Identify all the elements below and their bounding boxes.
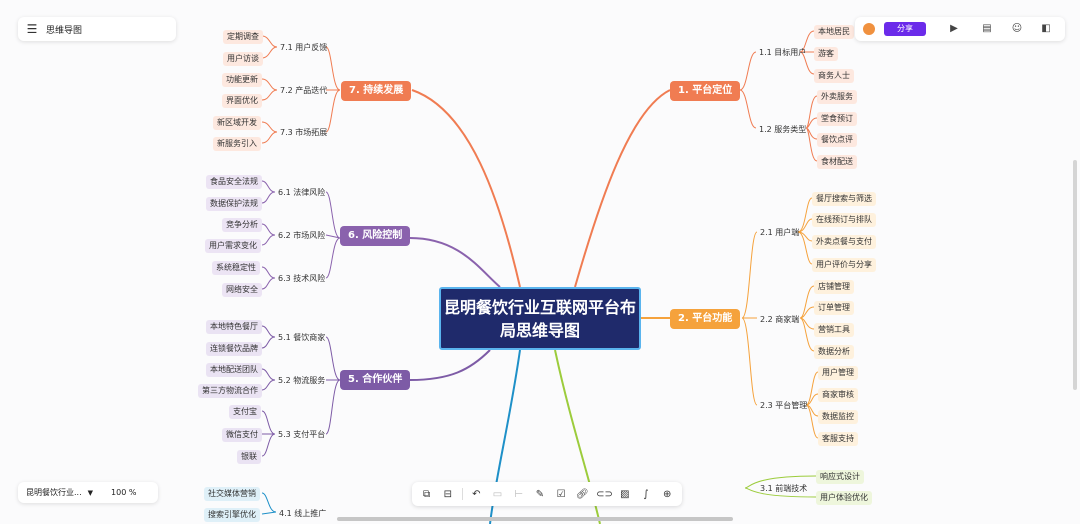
document-switcher[interactable]: 昆明餐饮行业... ▼ 100 %: [18, 482, 158, 503]
subtopic-node[interactable]: 2.1 用户端: [760, 228, 800, 237]
image-icon[interactable]: ▨: [620, 488, 630, 500]
share-button[interactable]: 分享: [884, 22, 926, 36]
leaf-node[interactable]: 新区域开发: [213, 116, 261, 130]
present-icon[interactable]: ▶: [950, 23, 958, 34]
leaf-node[interactable]: 网络安全: [222, 283, 262, 297]
sidebar-toggle-icon[interactable]: ◧: [1041, 23, 1051, 34]
leaf-node[interactable]: 银联: [237, 450, 261, 464]
leaf-node[interactable]: 数据保护法规: [206, 197, 262, 211]
leaf-node[interactable]: 定期调查: [223, 30, 263, 44]
leaf-node[interactable]: 数据监控: [818, 410, 858, 424]
leaf-node[interactable]: 数据分析: [814, 345, 854, 359]
leaf-node[interactable]: 第三方物流合作: [198, 384, 262, 398]
leaf-node[interactable]: 用户需求变化: [205, 239, 261, 253]
leaf-node[interactable]: 堂食预订: [817, 112, 857, 126]
leaf-node[interactable]: 微信支付: [222, 428, 262, 442]
leaf-node[interactable]: 在线预订与排队: [812, 213, 876, 227]
leaf-node[interactable]: 食材配送: [817, 155, 857, 169]
menu-icon[interactable]: ☰: [26, 22, 38, 36]
top-right-toolbar: 分享 ▶ ▤ ☺ ◧: [855, 17, 1065, 41]
subtopic-node[interactable]: 2.2 商家端: [760, 315, 800, 324]
leaf-node[interactable]: 本地特色餐厅: [206, 320, 262, 334]
leaf-node[interactable]: 本地居民: [814, 25, 854, 39]
leaf-node[interactable]: 社交媒体营销: [204, 487, 260, 501]
leaf-node[interactable]: 界面优化: [222, 94, 262, 108]
leaf-node[interactable]: 餐厅搜索与筛选: [812, 192, 876, 206]
insert-sibling-icon[interactable]: ⧉: [423, 488, 431, 500]
subtopic-node[interactable]: 5.1 餐饮商家: [278, 333, 326, 342]
subtopic-node[interactable]: 5.3 支付平台: [278, 430, 326, 439]
leaf-node[interactable]: 店铺管理: [814, 280, 854, 294]
subtopic-node[interactable]: 1.2 服务类型: [759, 125, 807, 134]
leaf-node[interactable]: 用户管理: [818, 366, 858, 380]
subtopic-node[interactable]: 7.2 产品迭代: [280, 86, 328, 95]
collapse-icon[interactable]: ⊢: [514, 488, 524, 500]
branch-node[interactable]: 6. 风险控制: [340, 226, 411, 246]
chevron-down-icon[interactable]: ▼: [87, 488, 94, 497]
document-header: ☰ 思维导图: [18, 17, 176, 41]
avatar[interactable]: [863, 23, 875, 35]
subtopic-node[interactable]: 6.3 技术风险: [278, 274, 326, 283]
branch-node[interactable]: 1. 平台定位: [670, 81, 741, 101]
leaf-node[interactable]: 游客: [814, 47, 838, 61]
comment-icon[interactable]: ▤: [982, 23, 992, 34]
leaf-node[interactable]: 用户访谈: [223, 52, 263, 66]
formula-icon[interactable]: ∫: [643, 488, 649, 500]
leaf-node[interactable]: 支付宝: [229, 405, 261, 419]
insert-child-icon[interactable]: ⊟: [443, 488, 453, 500]
leaf-node[interactable]: 外卖服务: [817, 90, 857, 104]
tag-icon[interactable]: ⊂⊃: [596, 488, 613, 500]
branch-node[interactable]: 5. 合作伙伴: [340, 370, 411, 390]
document-selector-label[interactable]: 昆明餐饮行业...: [26, 488, 82, 497]
leaf-node[interactable]: 用户体验优化: [816, 491, 872, 505]
subtopic-node[interactable]: 3.1 前端技术: [760, 484, 808, 493]
subtopic-node[interactable]: 7.3 市场拓展: [280, 128, 328, 137]
root-node[interactable]: 昆明餐饮行业互联网平台布局思维导图: [439, 287, 641, 350]
leaf-node[interactable]: 本地配送团队: [206, 363, 262, 377]
leaf-node[interactable]: 响应式设计: [816, 470, 864, 484]
leaf-node[interactable]: 营销工具: [814, 323, 854, 337]
subtopic-node[interactable]: 7.1 用户反馈: [280, 43, 328, 52]
subtopic-node[interactable]: 2.3 平台管理: [760, 401, 808, 410]
leaf-node[interactable]: 商务人士: [814, 69, 854, 83]
branch-node[interactable]: 7. 持续发展: [341, 81, 412, 101]
emoji-icon[interactable]: ☺: [1011, 23, 1023, 34]
divider: [461, 488, 463, 500]
subtopic-node[interactable]: 6.2 市场风险: [278, 231, 326, 240]
edit-toolbar: ⧉ ⊟ ↶ ▭ ⊢ ✎ ☑ 🔗︎ ⊂⊃ ▨ ∫ ⊕: [412, 482, 682, 506]
leaf-node[interactable]: 竞争分析: [222, 218, 262, 232]
vertical-scrollbar[interactable]: [1073, 160, 1077, 390]
task-icon[interactable]: ☑: [556, 488, 566, 500]
branch-node[interactable]: 2. 平台功能: [670, 309, 741, 329]
leaf-node[interactable]: 外卖点餐与支付: [812, 235, 876, 249]
link-icon[interactable]: 🔗︎: [576, 488, 589, 500]
leaf-node[interactable]: 搜索引擎优化: [204, 508, 260, 522]
note-icon[interactable]: ✎: [535, 488, 545, 500]
leaf-node[interactable]: 用户评价与分享: [812, 258, 876, 272]
document-title[interactable]: 思维导图: [46, 25, 83, 36]
more-icon[interactable]: ⊕: [663, 488, 672, 500]
subtopic-node[interactable]: 4.1 线上推广: [279, 509, 327, 518]
leaf-node[interactable]: 客服支持: [818, 432, 858, 446]
horizontal-scrollbar[interactable]: [337, 517, 733, 521]
leaf-node[interactable]: 订单管理: [814, 301, 854, 315]
leaf-node[interactable]: 系统稳定性: [212, 261, 260, 275]
redo-icon[interactable]: ▭: [492, 488, 503, 500]
leaf-node[interactable]: 食品安全法规: [206, 175, 262, 189]
leaf-node[interactable]: 连锁餐饮品牌: [206, 342, 262, 356]
leaf-node[interactable]: 商家审核: [818, 388, 858, 402]
zoom-level[interactable]: 100 %: [111, 488, 137, 497]
undo-icon[interactable]: ↶: [472, 488, 481, 500]
leaf-node[interactable]: 功能更新: [222, 73, 262, 87]
leaf-node[interactable]: 新服务引入: [213, 137, 261, 151]
subtopic-node[interactable]: 1.1 目标用户: [759, 48, 807, 57]
leaf-node[interactable]: 餐饮点评: [817, 133, 857, 147]
subtopic-node[interactable]: 6.1 法律风险: [278, 188, 326, 197]
subtopic-node[interactable]: 5.2 物流服务: [278, 376, 326, 385]
